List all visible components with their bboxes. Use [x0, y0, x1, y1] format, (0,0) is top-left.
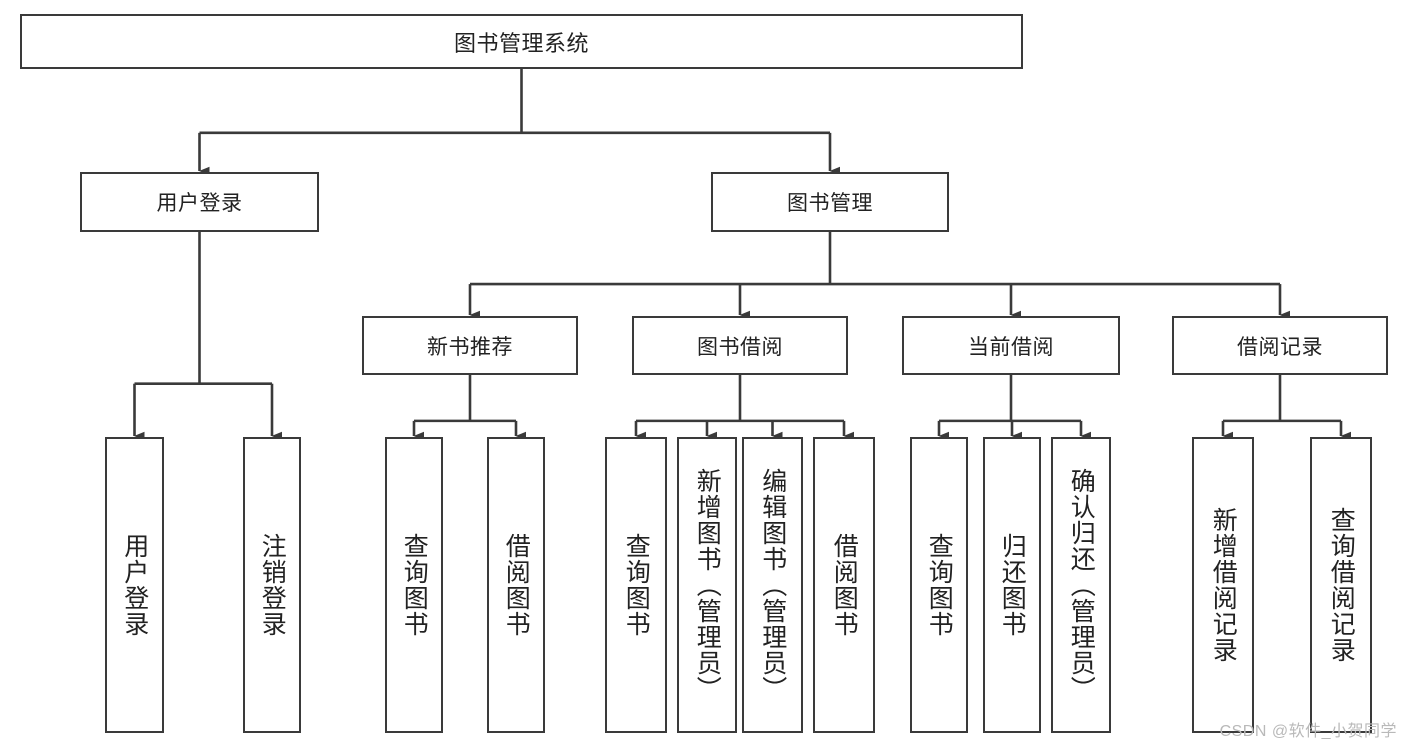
- node-label: 图书管理: [787, 192, 873, 215]
- node-label: 新增图书（管理员）: [693, 468, 722, 702]
- node-leaf-add-borrow-record[interactable]: 新增借阅记录: [1192, 437, 1254, 733]
- node-label: 图书管理系统: [453, 30, 589, 56]
- node-label: 借阅记录: [1237, 335, 1323, 359]
- node-leaf-borrow-book-1[interactable]: 借阅图书: [487, 437, 545, 733]
- node-leaf-query-borrow-record[interactable]: 查询借阅记录: [1310, 437, 1372, 733]
- node-label: 新书推荐: [427, 335, 513, 359]
- node-borrow-record[interactable]: 借阅记录: [1172, 316, 1388, 375]
- node-leaf-return-book[interactable]: 归还图书: [983, 437, 1041, 733]
- node-leaf-edit-book-admin[interactable]: 编辑图书（管理员）: [742, 437, 803, 733]
- node-leaf-user-login[interactable]: 用户登录: [105, 437, 164, 733]
- node-leaf-query-book-3[interactable]: 查询图书: [910, 437, 968, 733]
- node-root[interactable]: 图书管理系统: [20, 14, 1023, 69]
- node-leaf-borrow-book-2[interactable]: 借阅图书: [813, 437, 875, 733]
- node-label: 图书借阅: [697, 335, 783, 359]
- node-new-book-recommend[interactable]: 新书推荐: [362, 316, 578, 375]
- node-label: 编辑图书（管理员）: [758, 468, 787, 702]
- node-leaf-query-book-2[interactable]: 查询图书: [605, 437, 667, 733]
- node-label: 当前借阅: [968, 335, 1054, 359]
- node-label: 借阅图书: [502, 533, 531, 637]
- node-book-borrow[interactable]: 图书借阅: [632, 316, 848, 375]
- node-label: 确认归还（管理员）: [1067, 468, 1096, 702]
- node-label: 查询借阅记录: [1327, 507, 1356, 663]
- node-label: 查询图书: [925, 533, 954, 637]
- node-label: 借阅图书: [830, 533, 859, 637]
- node-leaf-confirm-return-admin[interactable]: 确认归还（管理员）: [1051, 437, 1111, 733]
- node-leaf-user-logout[interactable]: 注销登录: [243, 437, 301, 733]
- node-label: 新增借阅记录: [1209, 507, 1238, 663]
- watermark-label: CSDN @软件_小贺同学: [1219, 723, 1397, 740]
- node-label: 归还图书: [998, 533, 1027, 637]
- node-label: 用户登录: [156, 192, 243, 215]
- node-current-borrow[interactable]: 当前借阅: [902, 316, 1120, 375]
- node-label: 查询图书: [622, 533, 651, 637]
- node-label: 注销登录: [258, 533, 287, 637]
- node-book-manage[interactable]: 图书管理: [711, 172, 949, 232]
- node-label: 用户登录: [120, 533, 149, 637]
- node-label: 查询图书: [400, 533, 429, 637]
- node-leaf-add-book-admin[interactable]: 新增图书（管理员）: [677, 437, 737, 733]
- node-user-login[interactable]: 用户登录: [80, 172, 319, 232]
- node-leaf-query-book-1[interactable]: 查询图书: [385, 437, 443, 733]
